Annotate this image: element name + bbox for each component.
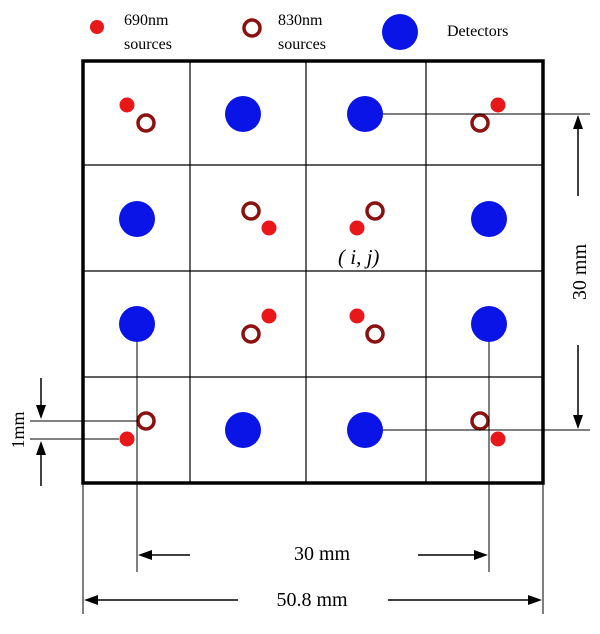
source-690nm-r2-c3: [349, 220, 365, 236]
right-dimension: 30 mm: [383, 113, 591, 431]
legend: 690nm sources 830nm sources Detectors: [90, 12, 508, 53]
sources-830nm: [136, 113, 490, 431]
detector-r1-c3: [347, 96, 383, 132]
detector-r3-c4: [471, 306, 507, 342]
outer-frame: [81, 59, 545, 485]
source-690nm-r1-c4: [490, 97, 506, 113]
source-830nm-r1-c1: [136, 113, 156, 133]
source-830nm-r1-c4: [470, 113, 490, 133]
pixel-index-label: ( i, j): [338, 245, 379, 269]
detectors: [119, 96, 507, 448]
detector-r3-c1: [119, 306, 155, 342]
outer-arrow-right: [528, 595, 542, 605]
source-830nm-r2-c2: [241, 201, 261, 221]
inner-dimension: 30 mm: [136, 342, 490, 572]
source-830nm-r4-c1: [136, 411, 156, 431]
source-830nm-r4-c4: [470, 411, 490, 431]
separation-label: 1mm: [8, 411, 28, 448]
side-dimension-label: 30 mm: [569, 244, 591, 301]
outer-dimension: 50.8 mm: [82, 483, 544, 614]
grid: [81, 59, 545, 485]
legend-detectors-label: Detectors: [447, 23, 508, 40]
legend-690nm-label-line1: 690nm: [124, 12, 169, 29]
detector-r4-c2: [225, 412, 261, 448]
outer-dimension-label: 50.8 mm: [276, 589, 348, 611]
source-690nm-r4-c1: [119, 431, 135, 447]
legend-690nm-source-marker: [90, 20, 104, 34]
source-690nm-r3-c2: [261, 308, 277, 324]
right-arrow-down: [573, 415, 583, 429]
separation-dimension: 1mm: [8, 378, 138, 486]
legend-830nm-label-line1: 830nm: [278, 12, 323, 29]
detector-r2-c1: [119, 201, 155, 237]
inner-arrow-left: [138, 550, 152, 560]
source-690nm-r2-c2: [261, 220, 277, 236]
outer-arrow-left: [84, 595, 98, 605]
source-690nm-r3-c3: [349, 308, 365, 324]
detector-r1-c2: [225, 96, 261, 132]
inner-dimension-label: 30 mm: [294, 543, 351, 565]
detector-r2-c4: [471, 201, 507, 237]
source-690nm-r4-c4: [490, 431, 506, 447]
detector-r4-c3: [347, 412, 383, 448]
legend-830nm-source-marker: [242, 18, 262, 38]
source-830nm-r3-c3: [365, 324, 385, 344]
separation-arrow-down: [36, 405, 46, 419]
right-arrow-up: [573, 115, 583, 129]
sources-690nm: [119, 97, 506, 447]
legend-690nm-label-line2: sources: [124, 36, 172, 53]
legend-830nm-label-line2: sources: [278, 36, 326, 53]
separation-arrow-up: [36, 441, 46, 455]
source-830nm-r2-c3: [365, 201, 385, 221]
source-830nm-r3-c2: [241, 324, 261, 344]
legend-detector-marker: [382, 14, 418, 50]
inner-arrow-right: [474, 550, 488, 560]
source-690nm-r1-c1: [119, 97, 135, 113]
